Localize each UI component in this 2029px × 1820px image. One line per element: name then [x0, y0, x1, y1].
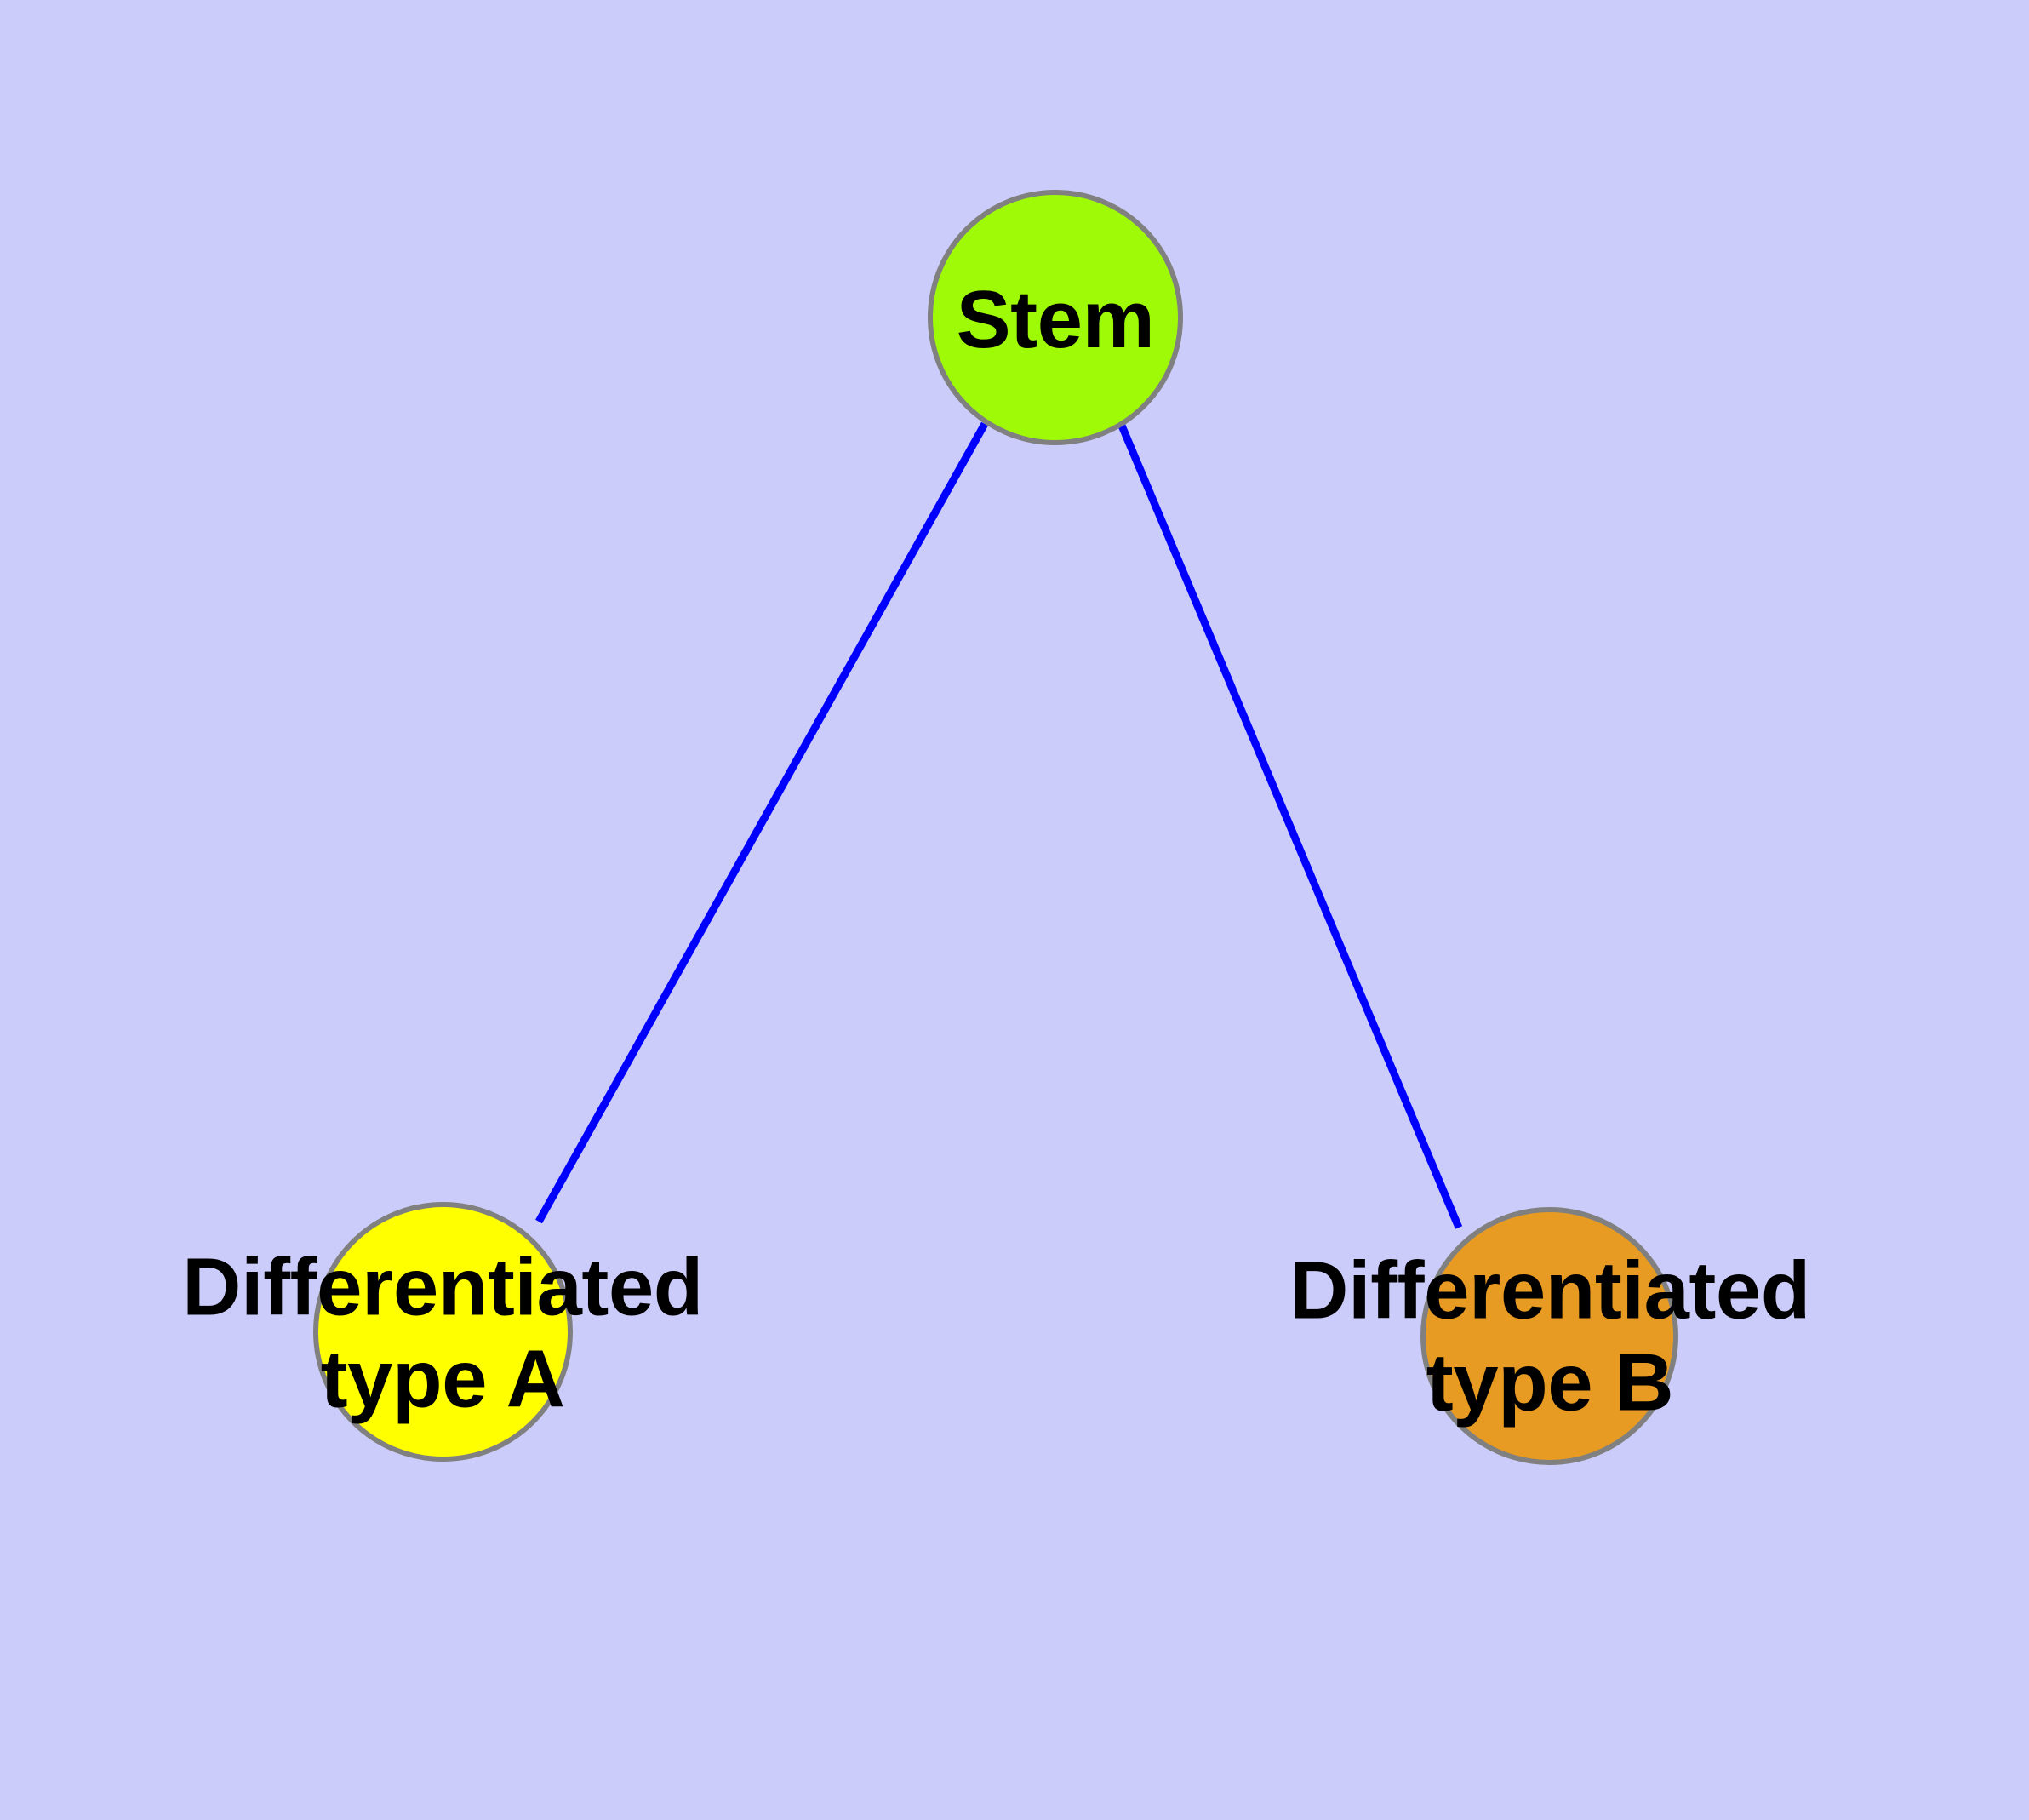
- node-differentiated-type-a[interactable]: [313, 1202, 573, 1462]
- node-stem[interactable]: [928, 190, 1183, 445]
- edge-stem-to-type-a[interactable]: [535, 421, 988, 1224]
- edge-stem-to-type-b[interactable]: [1117, 424, 1463, 1229]
- node-differentiated-type-b[interactable]: [1420, 1207, 1678, 1465]
